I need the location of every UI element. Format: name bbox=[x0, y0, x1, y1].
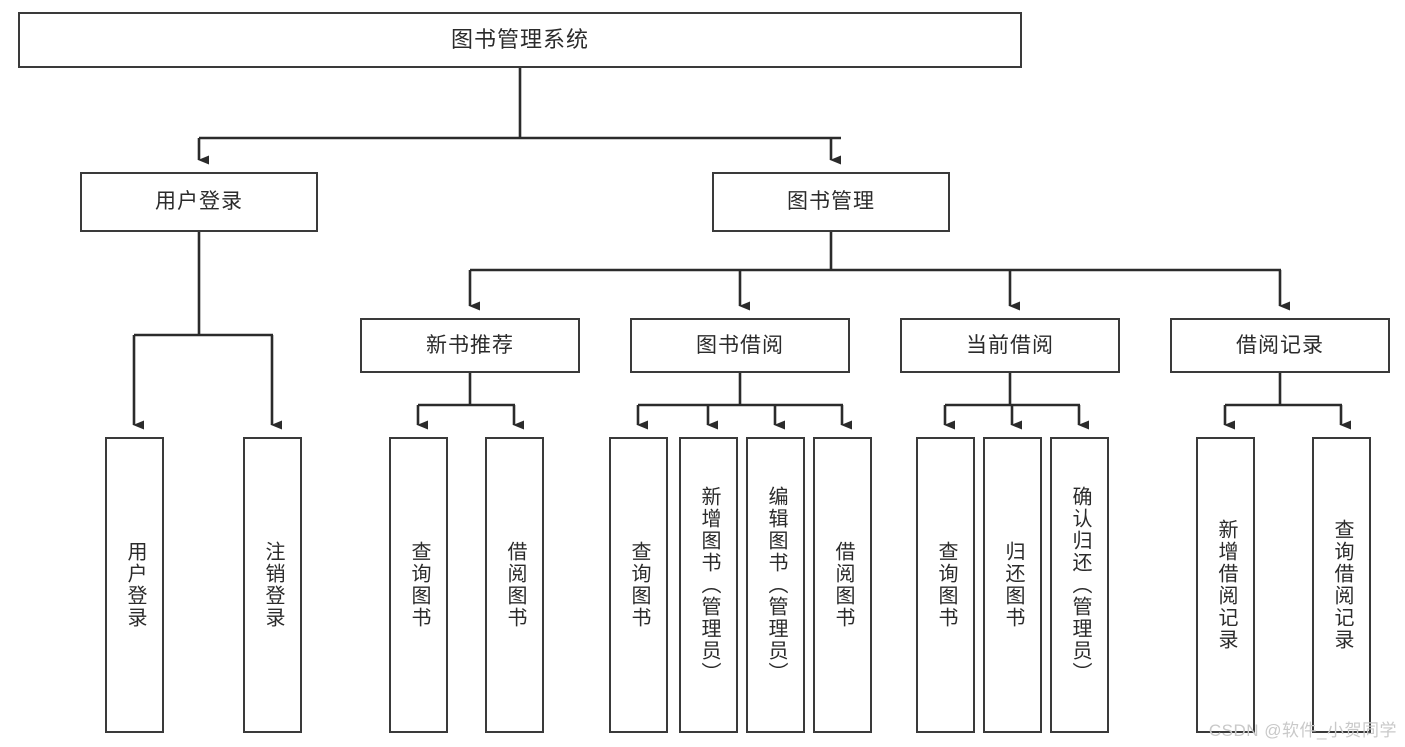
node-label: 注销登录 bbox=[262, 541, 284, 629]
node-label: 查询图书 bbox=[935, 541, 957, 629]
node-leaf-add-book-admin[interactable]: 新增图书（管理员） bbox=[679, 437, 738, 733]
node-label: 图书管理系统 bbox=[450, 26, 589, 52]
node-leaf-return-book[interactable]: 归还图书 bbox=[983, 437, 1042, 733]
node-label: 确认归还（管理员） bbox=[1069, 486, 1091, 684]
node-leaf-query-book-current[interactable]: 查询图书 bbox=[916, 437, 975, 733]
node-leaf-confirm-return-admin[interactable]: 确认归还（管理员） bbox=[1050, 437, 1109, 733]
node-label: 借阅图书 bbox=[832, 541, 854, 629]
node-user-login[interactable]: 用户登录 bbox=[80, 172, 318, 232]
node-book-borrow[interactable]: 图书借阅 bbox=[630, 318, 850, 373]
node-label: 查询借阅记录 bbox=[1331, 519, 1353, 651]
node-label: 用户登录 bbox=[155, 190, 243, 214]
node-leaf-user-login[interactable]: 用户登录 bbox=[105, 437, 164, 733]
node-label: 新增图书（管理员） bbox=[698, 486, 720, 684]
node-root-book-management-system[interactable]: 图书管理系统 bbox=[18, 12, 1022, 68]
node-label: 图书管理 bbox=[787, 190, 875, 214]
csdn-watermark: CSDN @软件_小贺同学 bbox=[1208, 721, 1397, 740]
node-label: 借阅记录 bbox=[1236, 333, 1324, 357]
node-leaf-query-book-recommend[interactable]: 查询图书 bbox=[389, 437, 448, 733]
node-label: 查询图书 bbox=[628, 541, 650, 629]
node-label: 当前借阅 bbox=[966, 333, 1054, 357]
node-current-borrow[interactable]: 当前借阅 bbox=[900, 318, 1120, 373]
node-borrow-record[interactable]: 借阅记录 bbox=[1170, 318, 1390, 373]
node-leaf-query-book-borrow[interactable]: 查询图书 bbox=[609, 437, 668, 733]
node-book-management[interactable]: 图书管理 bbox=[712, 172, 950, 232]
node-leaf-borrow-book-recommend[interactable]: 借阅图书 bbox=[485, 437, 544, 733]
node-leaf-borrow-book[interactable]: 借阅图书 bbox=[813, 437, 872, 733]
node-leaf-query-borrow-record[interactable]: 查询借阅记录 bbox=[1312, 437, 1371, 733]
node-label: 借阅图书 bbox=[504, 541, 526, 629]
node-label: 查询图书 bbox=[408, 541, 430, 629]
node-label: 新书推荐 bbox=[426, 333, 514, 357]
node-leaf-logout[interactable]: 注销登录 bbox=[243, 437, 302, 733]
node-label: 编辑图书（管理员） bbox=[765, 486, 787, 684]
node-label: 新增借阅记录 bbox=[1215, 519, 1237, 651]
node-label: 图书借阅 bbox=[696, 333, 784, 357]
node-label: 用户登录 bbox=[124, 541, 146, 629]
node-label: 归还图书 bbox=[1002, 541, 1024, 629]
node-leaf-edit-book-admin[interactable]: 编辑图书（管理员） bbox=[746, 437, 805, 733]
node-new-book-recommend[interactable]: 新书推荐 bbox=[360, 318, 580, 373]
node-leaf-add-borrow-record[interactable]: 新增借阅记录 bbox=[1196, 437, 1255, 733]
